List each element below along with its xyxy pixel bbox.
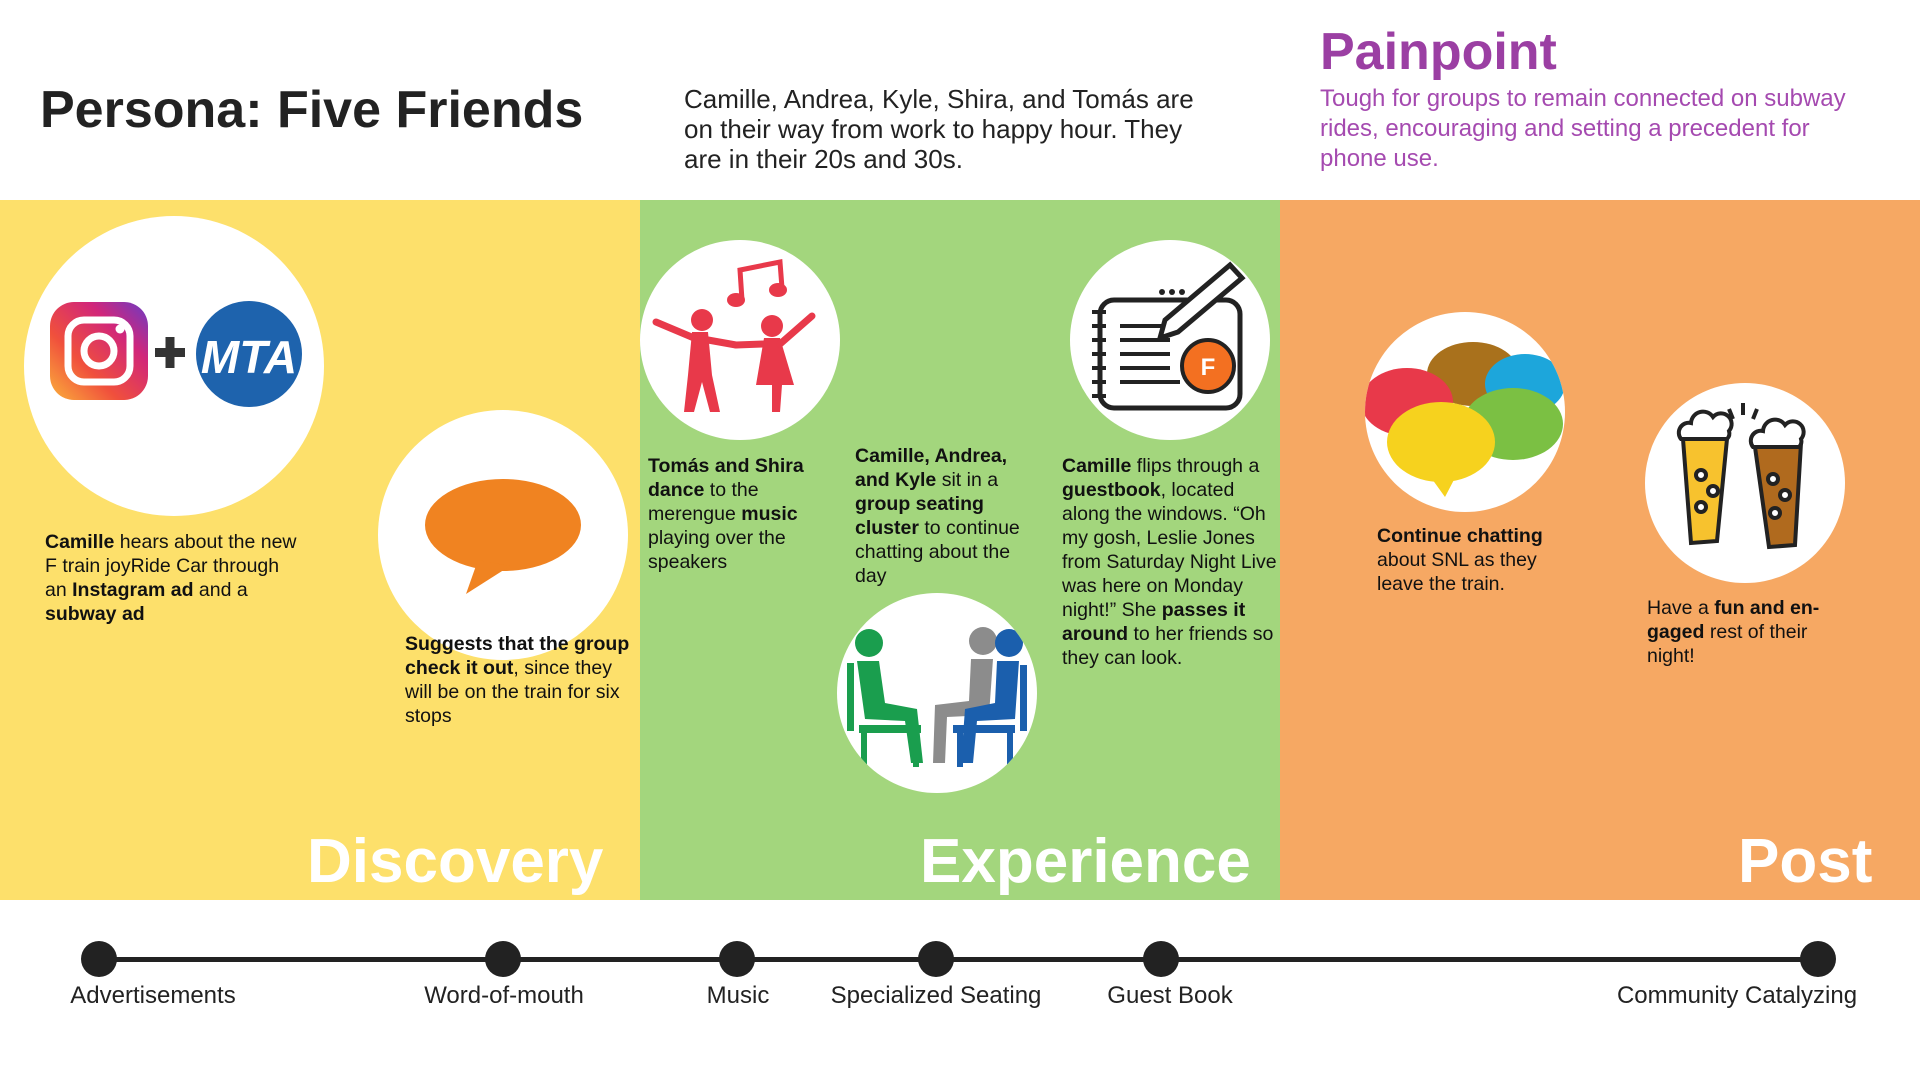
painpoint-title: Painpoint [1320,23,1557,81]
seating-cluster-icon [847,627,1027,767]
chat-bubbles-icon-circle [1365,312,1565,512]
timeline-dot-specialized-seating [918,941,954,977]
persona-intro: Camille, Andrea, Kyle, Shira, and Tomás … [684,84,1194,174]
phase-post: Post Continue chatting about SNL as they… [1280,200,1920,900]
beer-toast-icon [1676,403,1806,550]
phase-label-post: Post [1738,827,1873,896]
guestbook-icon: F [1092,261,1246,411]
dancing-couple-icon-circle [640,240,840,440]
instagram-mta-icon-circle: MTA [24,216,324,516]
mta-icon-text: MTA [201,331,297,383]
speech-bubble-icon-circle [378,410,628,660]
timeline-label-community-catalyzing: Community Catalyzing [1616,982,1858,1009]
phase-experience: Experience [640,200,1280,900]
phase-label-discovery: Discovery [307,827,604,896]
timeline-dot-word-of-mouth [485,941,521,977]
instagram-mta-icon: MTA [50,301,302,407]
timeline-label-advertisements: Advertisements [70,982,236,1009]
guestbook-icon-letter: F [1201,354,1216,381]
chat-bubbles-icon [1365,342,1565,497]
dancing-couple-icon [652,258,816,412]
seating-cluster-icon-circle [837,593,1037,793]
timeline-dot-guest-book [1143,941,1179,977]
note-seating: Camille, Andrea, and Kyle sit in a group… [855,445,1020,587]
timeline-line [100,957,1820,962]
note-continue-chatting: Continue chatting about SNL as they leav… [1377,525,1543,595]
note-guestbook: Camille flips through a guestbook, locat… [1062,455,1277,669]
note-dance: Tomás and Shira dance to the merengue mu… [648,455,804,573]
note-suggests: Suggests that the group check it out, si… [405,633,630,727]
page-title: Persona: Five Friends [40,81,584,139]
timeline-label-guest-book: Guest Book [1107,982,1233,1009]
note-fun-night: Have a fun and en-gaged rest of their ni… [1647,597,1820,667]
timeline-dot-music [719,941,755,977]
phase-discovery: Discovery MTA Cami [0,200,640,900]
timeline-label-specialized-seating: Specialized Seating [830,982,1042,1009]
timeline-label-music: Music [706,982,770,1009]
beer-toast-icon-circle [1645,383,1845,583]
timeline-dot-advertisements [81,941,117,977]
timeline-label-word-of-mouth: Word-of-mouth [424,982,584,1009]
painpoint-text: Tough for groups to remain connected on … [1320,85,1846,172]
timeline-dot-community-catalyzing [1800,941,1836,977]
speech-bubble-icon [425,479,581,594]
note-camille-hears: Camille hears about the new F train joyR… [45,531,297,625]
mta-icon [196,301,302,407]
guestbook-radio-icon-circle: F [1070,240,1270,440]
phase-label-experience: Experience [920,827,1251,896]
